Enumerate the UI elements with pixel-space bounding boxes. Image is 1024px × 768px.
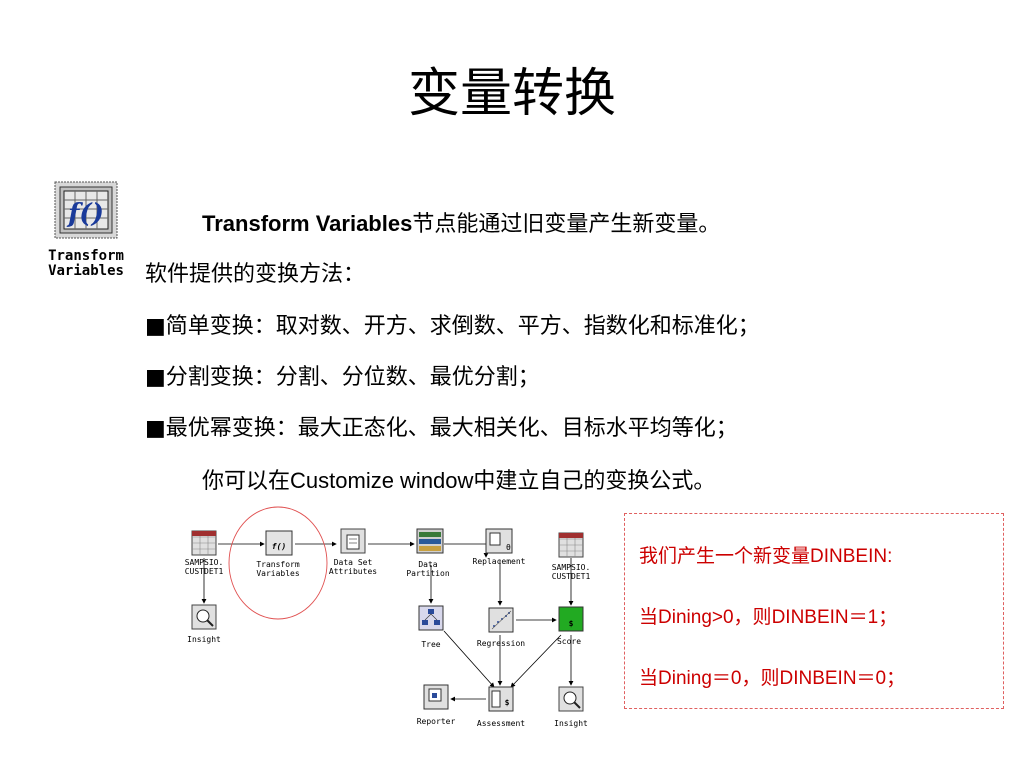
sampsio-1-line1: SAMPSIO. — [185, 558, 224, 567]
sampsio-node-2[interactable]: SAMPSIO. CUSTDET1 — [552, 532, 591, 581]
methods-heading: 软件提供的变换方法： — [145, 262, 366, 287]
page-title: 变量转换 — [407, 64, 616, 124]
replacement-node[interactable]: θ Replacement — [473, 528, 526, 566]
svg-text:f(): f() — [66, 199, 104, 229]
insight-1-label: Insight — [187, 635, 221, 644]
sampsio-2-line2: CUSTDET1 — [552, 572, 591, 581]
intro-line: Transform Variables节点能通过旧变量产生新变量。 — [202, 209, 720, 240]
note-line-1-text: 我们产生一个新变量 — [639, 545, 811, 567]
customize-pre: 你可以在 — [202, 469, 291, 494]
note-line-1: 我们产生一个新变量DINBEIN: — [639, 544, 892, 569]
note-line-2: 当Dining>0，则DINBEIN＝1； — [639, 605, 897, 630]
highlight-ellipse — [228, 506, 328, 620]
sampsio-node-1[interactable]: SAMPSIO. CUSTDET1 — [185, 530, 224, 576]
note-line-3-end: ； — [886, 667, 906, 689]
transform-variables-node[interactable]: f() Transform Variables — [228, 506, 328, 620]
data-set-attributes-node[interactable]: Data Set Attributes — [329, 528, 377, 576]
transform-node-line2: Variables — [256, 569, 300, 578]
bullet-split: ■分割变换：分割、分位数、最优分割； — [145, 365, 540, 390]
svg-text:$: $ — [569, 619, 574, 628]
note-line-3-result: DINBEIN＝0 — [779, 668, 887, 689]
bullet-simple: ■简单变换：取对数、开方、求倒数、平方、指数化和标准化； — [145, 314, 760, 339]
customize-window: Customize window — [290, 468, 474, 493]
assessment-label: Assessment — [477, 719, 525, 728]
reporter-node[interactable]: Reporter — [417, 684, 456, 726]
regression-node[interactable]: Regression — [477, 607, 525, 648]
insight-node-1[interactable]: Insight — [187, 604, 221, 644]
dinbein-note-box: 我们产生一个新变量DINBEIN: 当Dining>0，则DINBEIN＝1； … — [624, 513, 1004, 709]
svg-text:f(): f() — [272, 542, 286, 551]
data-partition-node[interactable]: Data Partition — [406, 528, 450, 578]
flow-connectors — [201, 541, 574, 702]
svg-text:θ: θ — [506, 543, 511, 552]
intro-bold: Transform Variables — [202, 211, 413, 236]
note-line-2-pre: 当 — [639, 606, 659, 628]
score-node[interactable]: $ Score — [557, 606, 584, 646]
transform-variables-label-line2: Variables — [48, 263, 124, 279]
insight-node-2[interactable]: Insight — [554, 686, 588, 728]
tree-node[interactable]: Tree — [418, 605, 444, 649]
replacement-label: Replacement — [473, 557, 526, 566]
note-line-3: 当Dining＝0，则DINBEIN＝0； — [639, 666, 905, 691]
note-line-2-end: ； — [878, 606, 898, 628]
note-line-3-cond: Dining＝0 — [658, 668, 742, 689]
note-line-1-var: DINBEIN: — [810, 546, 893, 567]
partition-line2: Partition — [406, 569, 450, 578]
insight-2-label: Insight — [554, 719, 588, 728]
reporter-label: Reporter — [417, 717, 456, 726]
transform-variables-icon: f() — [54, 181, 118, 239]
transform-variables-label: Transform Variables — [30, 249, 142, 279]
sampsio-2-line1: SAMPSIO. — [552, 563, 591, 572]
note-line-2-mid: ，则 — [733, 606, 772, 628]
partition-line1: Data — [418, 560, 437, 569]
customize-line: 你可以在Customize window中建立自己的变换公式。 — [202, 466, 715, 497]
transform-node-line1: Transform — [256, 560, 300, 569]
dataset-line1: Data Set — [334, 558, 373, 567]
customize-post: 中建立自己的变换公式。 — [473, 469, 716, 494]
score-label: Score — [557, 637, 581, 646]
regression-label: Regression — [477, 639, 525, 648]
note-line-3-pre: 当 — [639, 667, 659, 689]
assessment-node[interactable]: $ Assessment — [477, 686, 525, 728]
transform-variables-label-line1: Transform — [48, 248, 124, 264]
note-line-3-mid: ，则 — [741, 667, 780, 689]
sampsio-1-line2: CUSTDET1 — [185, 567, 224, 576]
tree-label: Tree — [421, 640, 440, 649]
dataset-line2: Attributes — [329, 567, 377, 576]
intro-rest: 节点能通过旧变量产生新变量。 — [412, 212, 721, 237]
note-line-2-result: DINBEIN＝1 — [771, 607, 879, 628]
process-flow-diagram: SAMPSIO. CUSTDET1 f() Transform Variable… — [185, 506, 591, 728]
svg-text:$: $ — [505, 698, 510, 707]
bullet-power: ■最优幂变换：最大正态化、最大相关化、目标水平均等化； — [145, 416, 738, 441]
note-line-2-cond: Dining>0 — [658, 607, 734, 628]
